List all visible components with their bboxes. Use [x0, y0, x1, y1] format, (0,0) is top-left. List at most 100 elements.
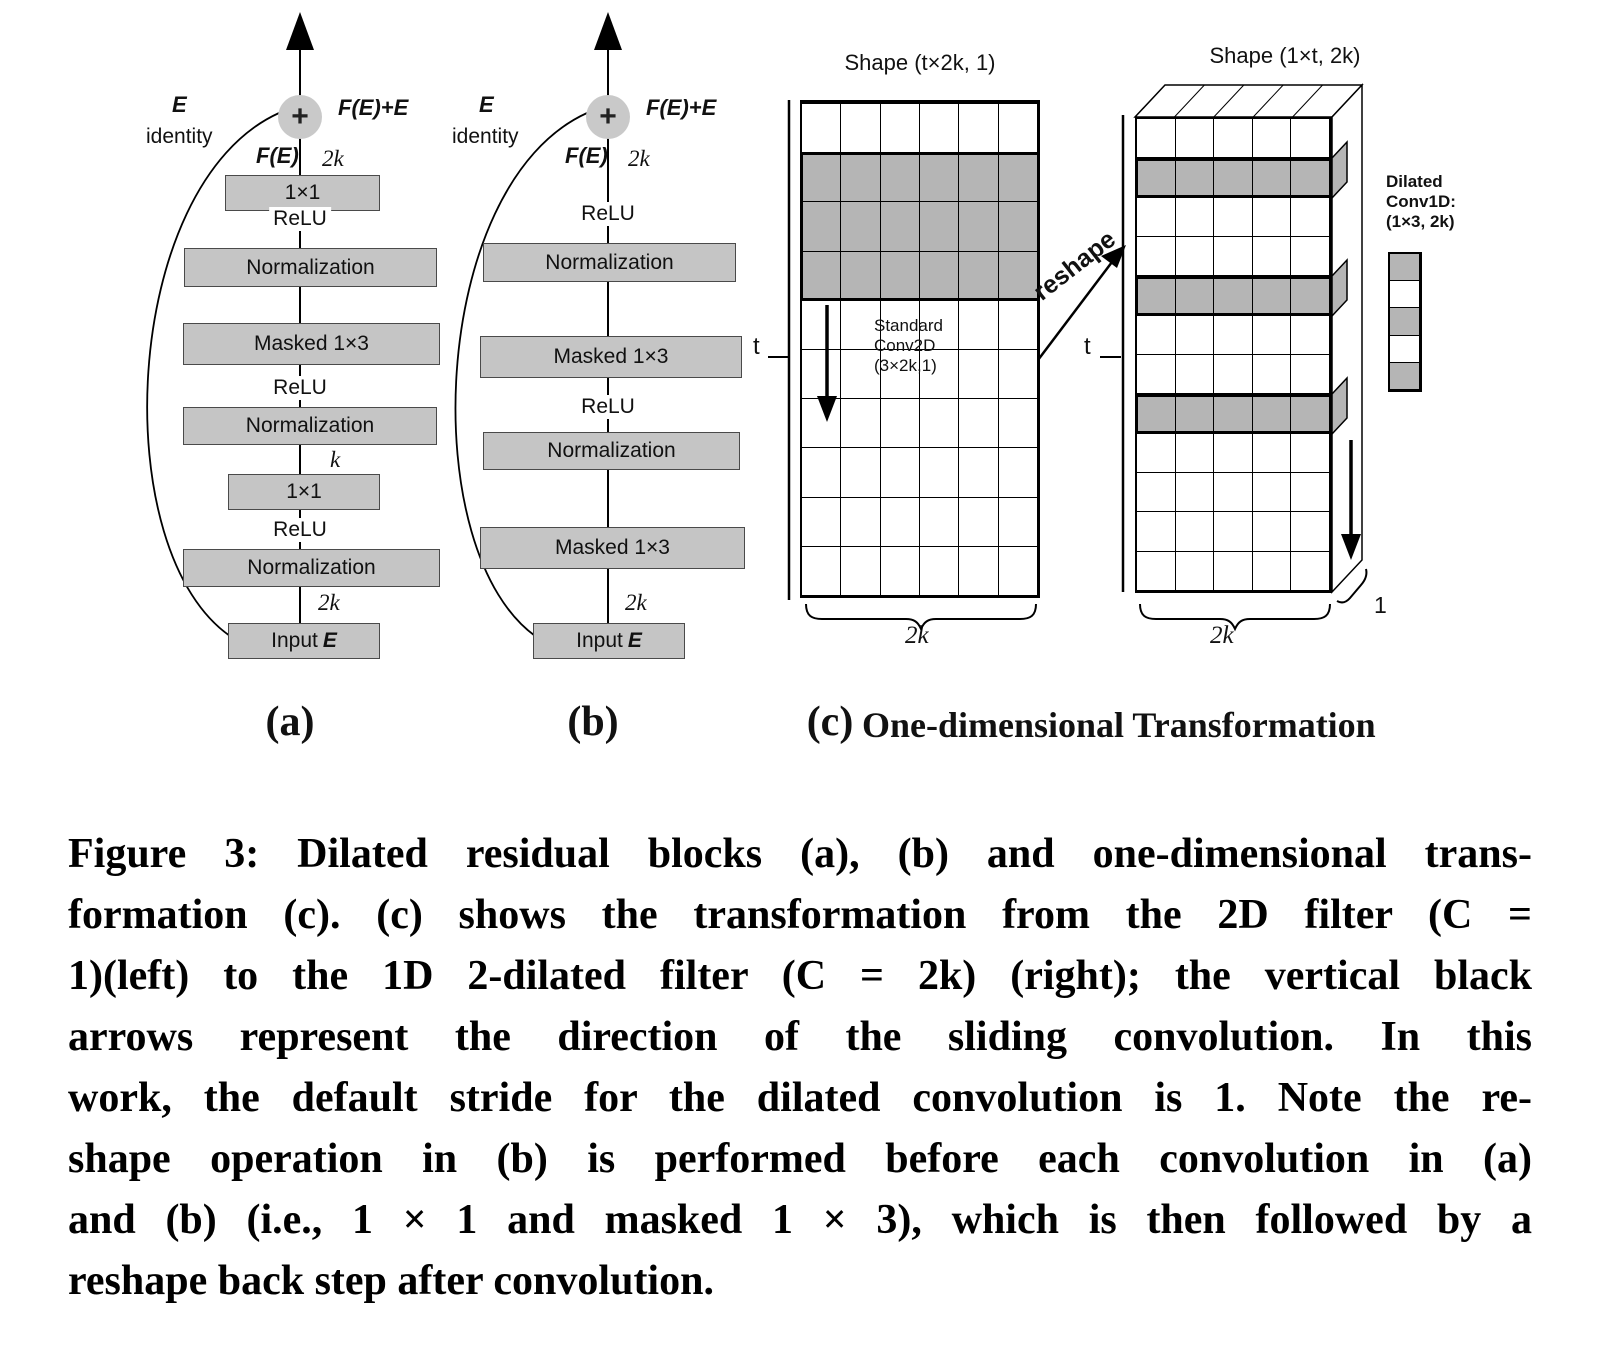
grid-cell [880, 399, 920, 449]
left-t-label: t [753, 333, 760, 360]
grid-cell [1175, 472, 1215, 513]
right-grid-side-face [1331, 83, 1363, 594]
right-grid-slide-arrowhead [1341, 534, 1361, 560]
panel-b-label: (b) [567, 699, 619, 745]
grid-cell [919, 497, 960, 547]
panel-b-f-label: F(E) [565, 143, 608, 168]
grid-cell [1214, 512, 1253, 552]
panel-b-normalization-box-1: Normalization [483, 243, 736, 282]
grid-cell [841, 399, 881, 449]
right-grid-filter-outline-1 [1135, 158, 1332, 198]
grid-cell [998, 399, 1038, 449]
grid-cell [919, 202, 960, 252]
input-label: Input [271, 629, 318, 652]
grid-cell [1252, 433, 1292, 473]
grid-cell [1291, 236, 1330, 277]
grid-cell [919, 546, 960, 596]
grid-cell [919, 104, 960, 154]
gray-band-wedge-1 [1331, 140, 1348, 200]
caption-line: 1)(left) to the 1D 2-dilated filter (C =… [68, 953, 1532, 999]
grid-cell [1137, 512, 1176, 552]
grid-cell [1175, 354, 1215, 395]
plus-sign: + [599, 100, 617, 133]
right-grid-top-face [1133, 84, 1364, 118]
grid-cell [880, 202, 920, 252]
grid-cell [1175, 197, 1215, 237]
caption-line: arrows represent the direction of the sl… [68, 1014, 1532, 1060]
panel-a-dim-mid: k [330, 447, 341, 472]
grid-cell [1175, 158, 1215, 198]
left-2d-grid [800, 100, 1040, 598]
conv2d-line-3: (3×2k,1) [874, 356, 937, 375]
grid-cell [959, 300, 999, 350]
panel-a-identity-label: identity [146, 125, 213, 148]
grid-cell [1214, 197, 1253, 237]
top-face-col-line [1292, 84, 1323, 118]
grid-cell [880, 153, 920, 203]
grid-cell [1137, 276, 1176, 316]
panel-a-normalization-box-2: Normalization [183, 407, 437, 445]
grid-cell [1214, 551, 1253, 591]
grid-cell [802, 153, 842, 203]
grid-cell [1214, 315, 1253, 355]
panel-a-normalization-box-1: Normalization [184, 248, 437, 287]
panel-a-conv1x1-top-box: 1×1 [225, 175, 380, 211]
depth-brace [1336, 568, 1368, 604]
grid-cell [802, 300, 842, 350]
grid-cell [959, 399, 999, 449]
grid-cell [919, 153, 960, 203]
grid-cell [880, 546, 920, 596]
grid-cell [1137, 551, 1176, 591]
panel-b-dim-top: 2k [628, 146, 650, 171]
grid-cell [998, 546, 1038, 596]
grid-cell [998, 153, 1038, 203]
panel-a-dim-bottom: 2k [318, 590, 340, 615]
panel-b-sum-node: + [586, 95, 630, 139]
grid-cell [1175, 551, 1215, 591]
panel-b-relu-2: ReLU [577, 395, 639, 419]
grid-cell [1390, 308, 1420, 336]
right-t-label: t [1084, 333, 1091, 360]
depth-label: 1 [1374, 592, 1387, 618]
grid-cell [880, 300, 920, 350]
conv1d-line-3: (1×3, 2k) [1386, 212, 1455, 231]
grid-cell [1291, 433, 1330, 473]
reshape-label: reshape [1028, 225, 1121, 307]
grid-cell [1175, 512, 1215, 552]
grid-cell [880, 448, 920, 498]
grid-cell [959, 251, 999, 301]
grid-cell [998, 251, 1038, 301]
grid-cell [1137, 158, 1176, 198]
grid-cell [1214, 433, 1253, 473]
grid-cell [1252, 472, 1292, 513]
conv1d-line-1: Dilated [1386, 172, 1443, 191]
panel-b-identity-label: identity [452, 125, 519, 148]
grid-cell [1175, 119, 1215, 159]
panel-c-title: One-dimensional Transformation [862, 705, 1376, 745]
grid-cell [1291, 119, 1330, 159]
grid-cell [841, 350, 881, 400]
grid-cell [1291, 551, 1330, 591]
grid-cell [802, 399, 842, 449]
panel-b-masked-conv-box-2: Masked 1×3 [480, 527, 745, 569]
figure-lines-layer [146, 12, 622, 640]
panel-a-relu-2: ReLU [269, 376, 331, 400]
grid-cell [959, 546, 999, 596]
grid-cell [1137, 433, 1176, 473]
grid-cell [841, 153, 881, 203]
panel-a-relu-1: ReLU [269, 207, 331, 231]
gray-band-wedge-3 [1331, 376, 1348, 436]
grid-cell [1252, 551, 1292, 591]
grid-cell [1214, 394, 1253, 434]
grid-cell [1390, 362, 1420, 390]
figure-overlay-layer [768, 83, 1368, 632]
input-var: E [627, 629, 642, 652]
grid-cell [919, 399, 960, 449]
grid-cell [919, 350, 960, 400]
caption-line: Figure 3: Dilated residual blocks (a), (… [68, 831, 1532, 877]
grid-cell [802, 350, 842, 400]
panel-a-f-label: F(E) [256, 143, 299, 168]
grid-cell [1214, 158, 1253, 198]
grid-cell [880, 497, 920, 547]
